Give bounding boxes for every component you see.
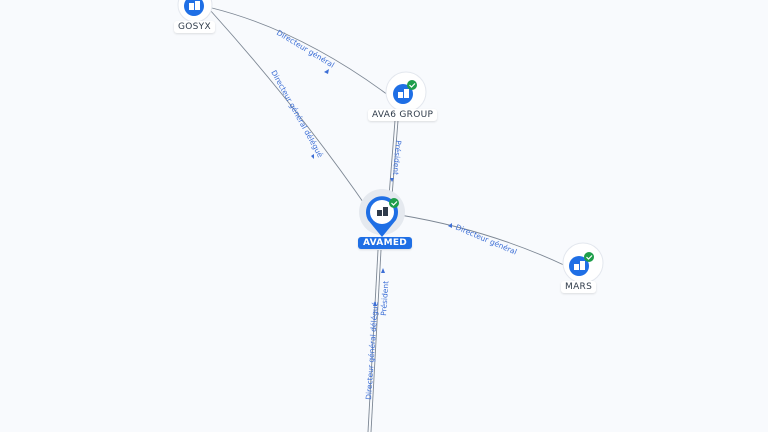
- node-mars[interactable]: [562, 242, 604, 284]
- edge-avamed-mars[interactable]: [399, 214, 567, 267]
- edge-label-ava6-avamed: Président: [391, 140, 403, 176]
- company-icon: [574, 261, 585, 270]
- verified-icon: [389, 198, 399, 208]
- edge-ava6-avamed-1[interactable]: [388, 107, 397, 197]
- edge-label-gosyx-avamed: Directeur général délégué: [269, 69, 325, 160]
- edge-label-down-2: Président: [379, 281, 390, 317]
- arrow-down-2: [381, 268, 385, 273]
- node-gosyx[interactable]: [177, 0, 213, 23]
- company-icon: [398, 89, 409, 98]
- verified-icon: [407, 80, 417, 90]
- company-icon: [377, 207, 388, 216]
- node-label-ava6-group[interactable]: AVA6 GROUP: [368, 109, 438, 121]
- verified-icon: [584, 252, 594, 262]
- arrow-gosyx-ava6: [324, 69, 329, 74]
- edge-gosyx-ava6[interactable]: [211, 7, 389, 96]
- arrow-ava6-avamed: [390, 178, 394, 182]
- edge-down-2[interactable]: [370, 249, 382, 432]
- edge-down-1[interactable]: [367, 249, 379, 432]
- arrow-avamed-mars: [448, 223, 452, 228]
- edge-ava6-avamed-2[interactable]: [391, 107, 400, 197]
- node-ava6-group[interactable]: [385, 71, 427, 113]
- edge-gosyx-avamed[interactable]: [209, 9, 371, 213]
- node-label-mars[interactable]: MARS: [561, 281, 597, 293]
- edge-label-gosyx-ava6: Directeur général: [275, 28, 336, 70]
- arrow-gosyx-avamed: [311, 154, 314, 159]
- node-label-avamed[interactable]: AVAMED: [358, 237, 413, 249]
- edge-label-avamed-mars: Directeur général: [454, 223, 518, 257]
- node-avamed[interactable]: [359, 189, 405, 237]
- arrow-down-1: [373, 301, 377, 306]
- company-icon: [189, 1, 200, 10]
- edge-label-down-1: Directeur général délégué: [364, 301, 380, 400]
- node-label-gosyx[interactable]: GOSYX: [174, 21, 215, 33]
